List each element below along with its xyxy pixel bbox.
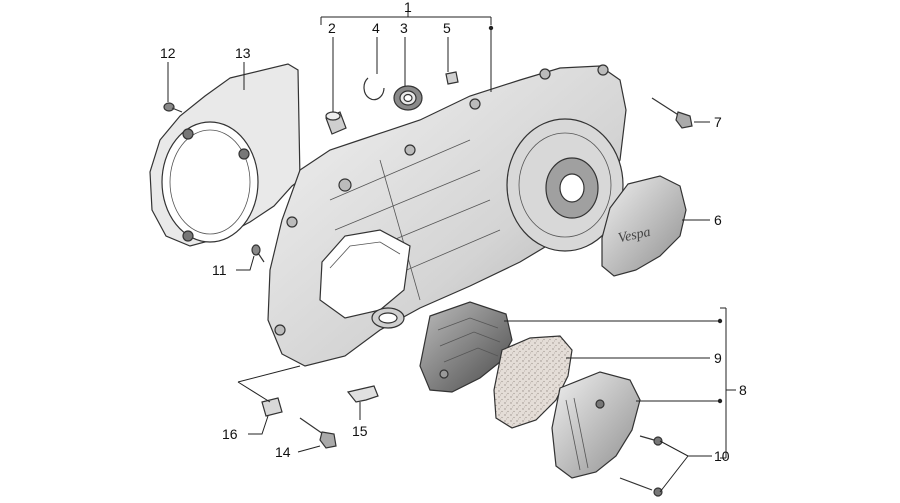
screw-11-part xyxy=(251,244,265,263)
callout-10: 10 xyxy=(714,448,730,464)
callout-12: 12 xyxy=(160,45,176,61)
screw-10b-part xyxy=(619,477,663,497)
callout-2: 2 xyxy=(328,20,336,36)
bolt-14-part xyxy=(299,417,337,449)
callout-6: 6 xyxy=(714,212,722,228)
pin-5-part xyxy=(445,71,459,85)
callout-4: 4 xyxy=(372,20,380,36)
callout-5: 5 xyxy=(443,20,451,36)
bolt-7-part xyxy=(651,97,693,129)
leader-lines xyxy=(167,9,736,493)
callout-1: 1 xyxy=(404,0,412,15)
callout-11: 11 xyxy=(212,262,227,278)
callout-13: 13 xyxy=(235,45,251,61)
vespa-logo-text: Vespa xyxy=(617,225,652,246)
clutch-cover-cap-6-part: Vespa xyxy=(601,175,687,277)
clip-15-part xyxy=(346,385,379,403)
screw-10a-part xyxy=(639,435,663,446)
filter-element-9-part xyxy=(493,335,573,429)
filter-cover-rear-part xyxy=(551,371,641,479)
screw-12-part xyxy=(163,102,183,113)
callout-15: 15 xyxy=(352,423,368,439)
clip-16-part xyxy=(261,397,283,417)
callout-8: 8 xyxy=(739,382,747,398)
callout-14: 14 xyxy=(275,444,291,460)
callout-labels: 1 2 4 3 5 12 13 7 6 11 9 8 16 15 10 14 xyxy=(160,0,747,464)
bearing-3-part xyxy=(393,85,423,111)
bushing-2-part xyxy=(325,111,347,135)
transmission-cover-part xyxy=(267,64,627,367)
callout-3: 3 xyxy=(400,20,408,36)
callout-9: 9 xyxy=(714,350,722,366)
callout-7: 7 xyxy=(714,114,722,130)
circlip-4-part xyxy=(363,77,385,101)
filter-housing-front-part xyxy=(419,301,513,393)
callout-16: 16 xyxy=(222,426,238,442)
gasket-plate-part xyxy=(149,63,301,247)
